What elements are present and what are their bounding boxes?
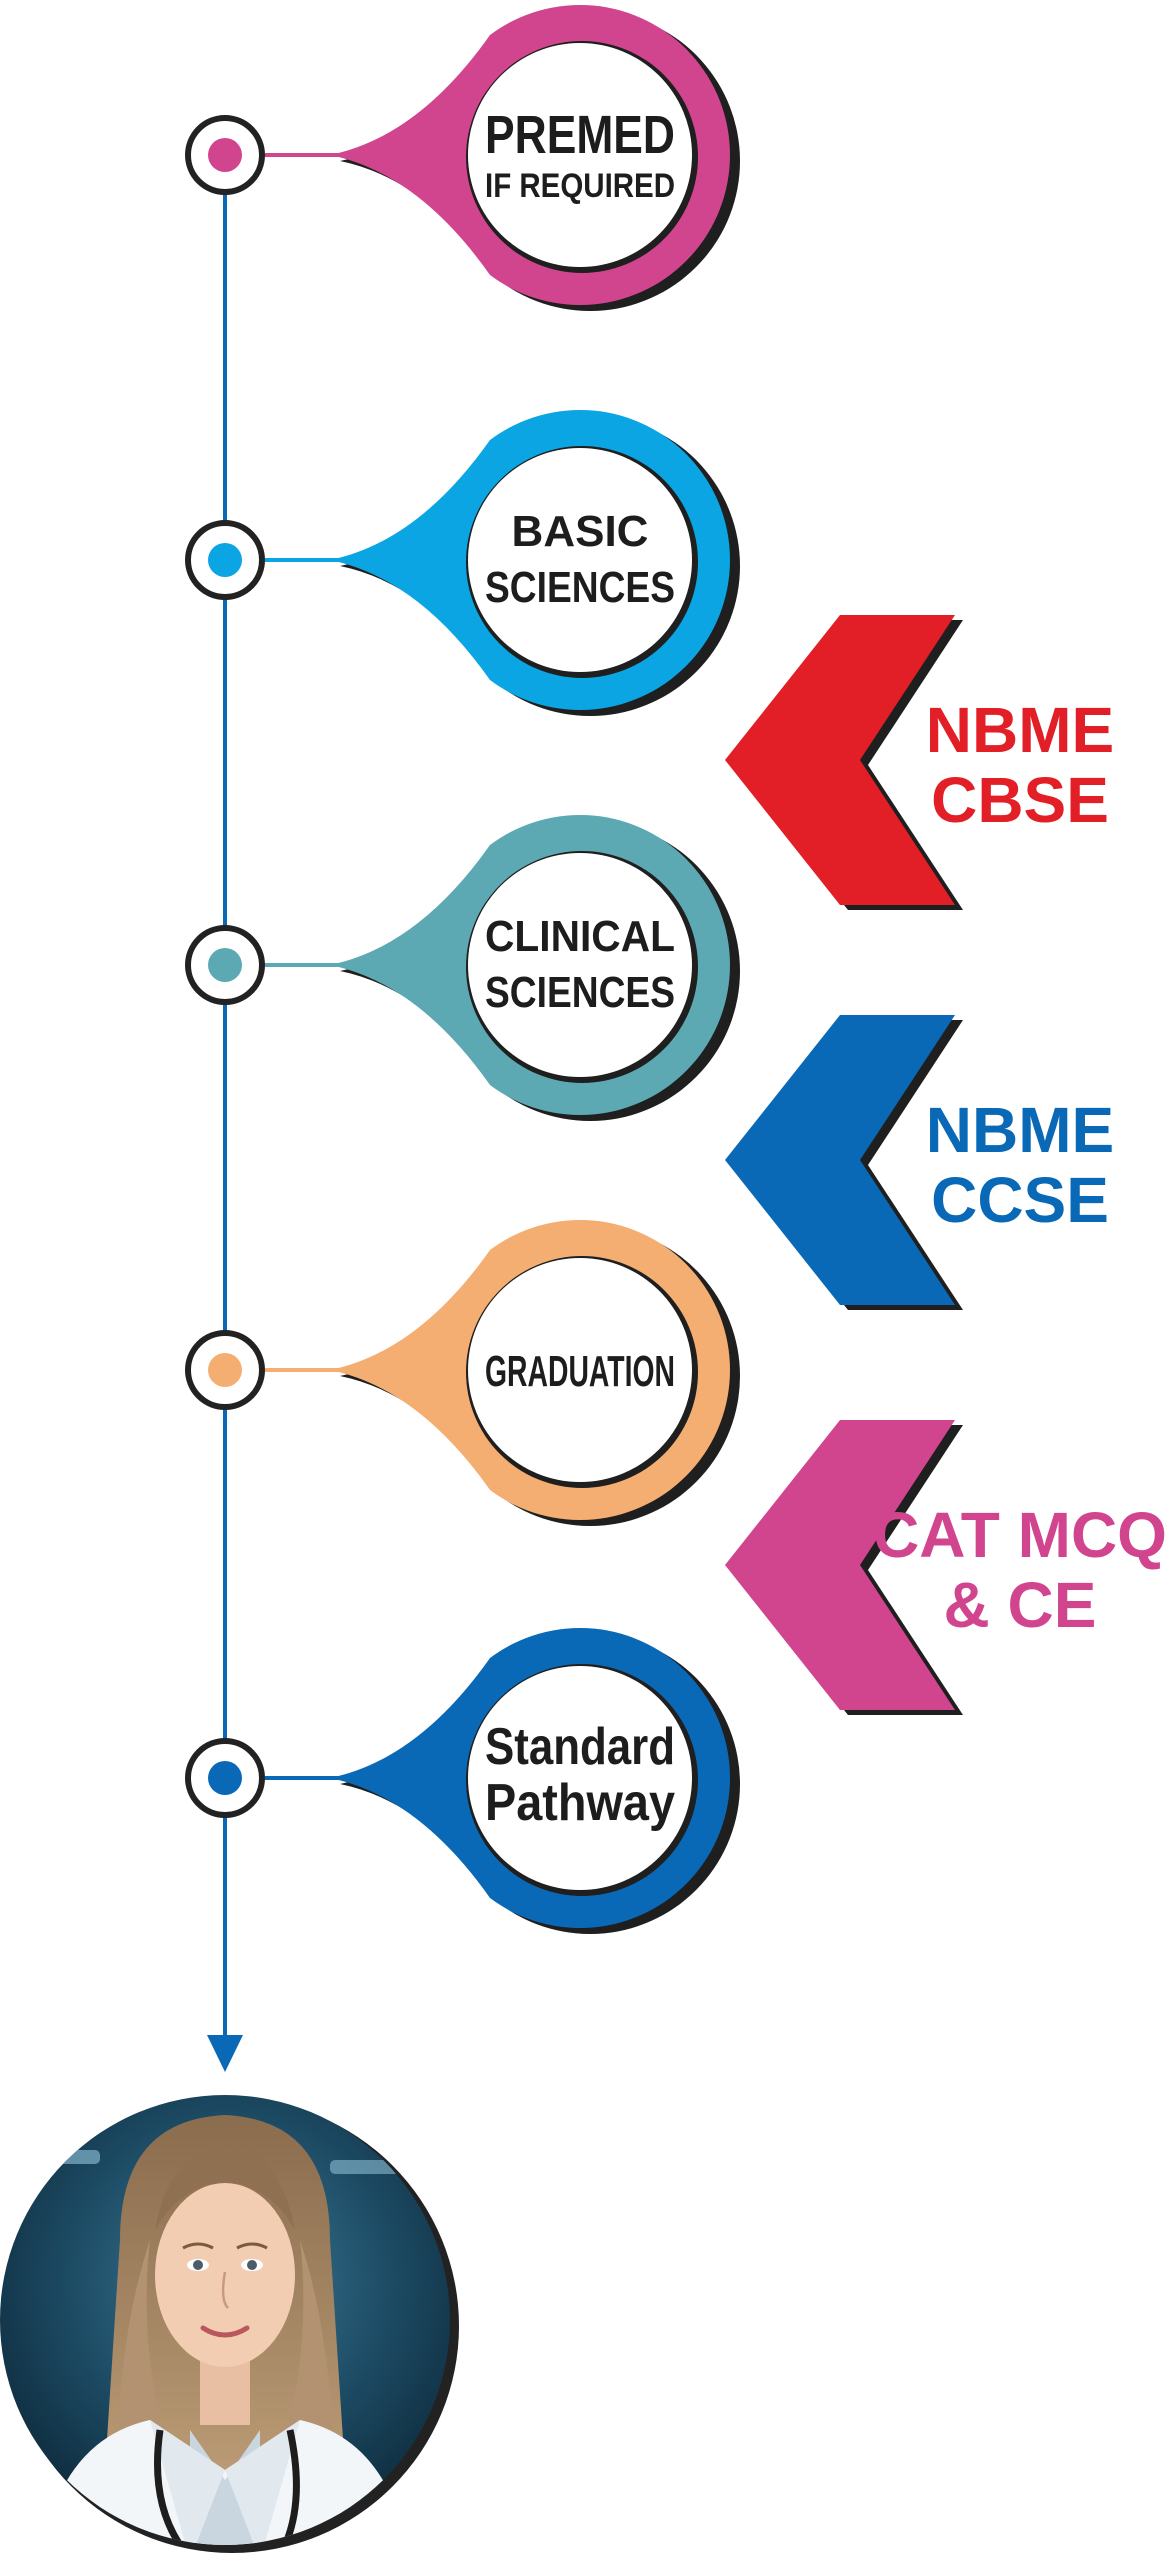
timeline-node-dot: [208, 138, 242, 172]
stage-label: IF REQUIRED: [485, 167, 675, 205]
stage-label: GRADUATION: [485, 1347, 675, 1396]
exam-label: CAT MCQ: [873, 1499, 1167, 1571]
stage-3: CLINICAL SCIENCES: [185, 815, 741, 1121]
exam-label: CBSE: [931, 764, 1109, 836]
stage-label: Standard: [485, 1718, 675, 1776]
exam-label: CCSE: [931, 1164, 1109, 1236]
exam-3: CAT MCQ& CE: [725, 1420, 1167, 1715]
timeline-node-dot: [208, 1761, 242, 1795]
timeline-node-dot: [208, 948, 242, 982]
stage-4: GRADUATION: [185, 1220, 740, 1527]
stage-label: Pathway: [485, 1774, 675, 1832]
exam-label: NBME: [926, 1094, 1114, 1166]
stage-inner-circle: [468, 853, 692, 1077]
exam-label: & CE: [944, 1569, 1097, 1641]
stage-inner-circle: [468, 448, 692, 672]
stage-2: BASIC SCIENCES: [185, 410, 741, 716]
timeline-node-dot: [208, 543, 242, 577]
stage-inner-circle: [468, 1258, 692, 1482]
stage-label: PREMED: [485, 105, 675, 165]
timeline-arrow-icon: [207, 2035, 243, 2072]
stage-label: CLINICAL: [485, 912, 675, 961]
stage-label: BASIC: [512, 507, 649, 556]
timeline-node-dot: [208, 1353, 242, 1387]
stage-inner-circle: [468, 43, 692, 267]
stage-inner-circle: [468, 1666, 692, 1890]
doctor-portrait-icon: [0, 2095, 450, 2545]
avatar: [0, 2095, 459, 2553]
exam-chevron-icon: [725, 1015, 955, 1305]
exam-chevron-icon: [725, 615, 955, 905]
exam-label: NBME: [926, 694, 1114, 766]
exam-chevron-icon: [725, 1420, 955, 1710]
stage-label: SCIENCES: [485, 968, 675, 1017]
stage-label: SCIENCES: [485, 563, 675, 612]
